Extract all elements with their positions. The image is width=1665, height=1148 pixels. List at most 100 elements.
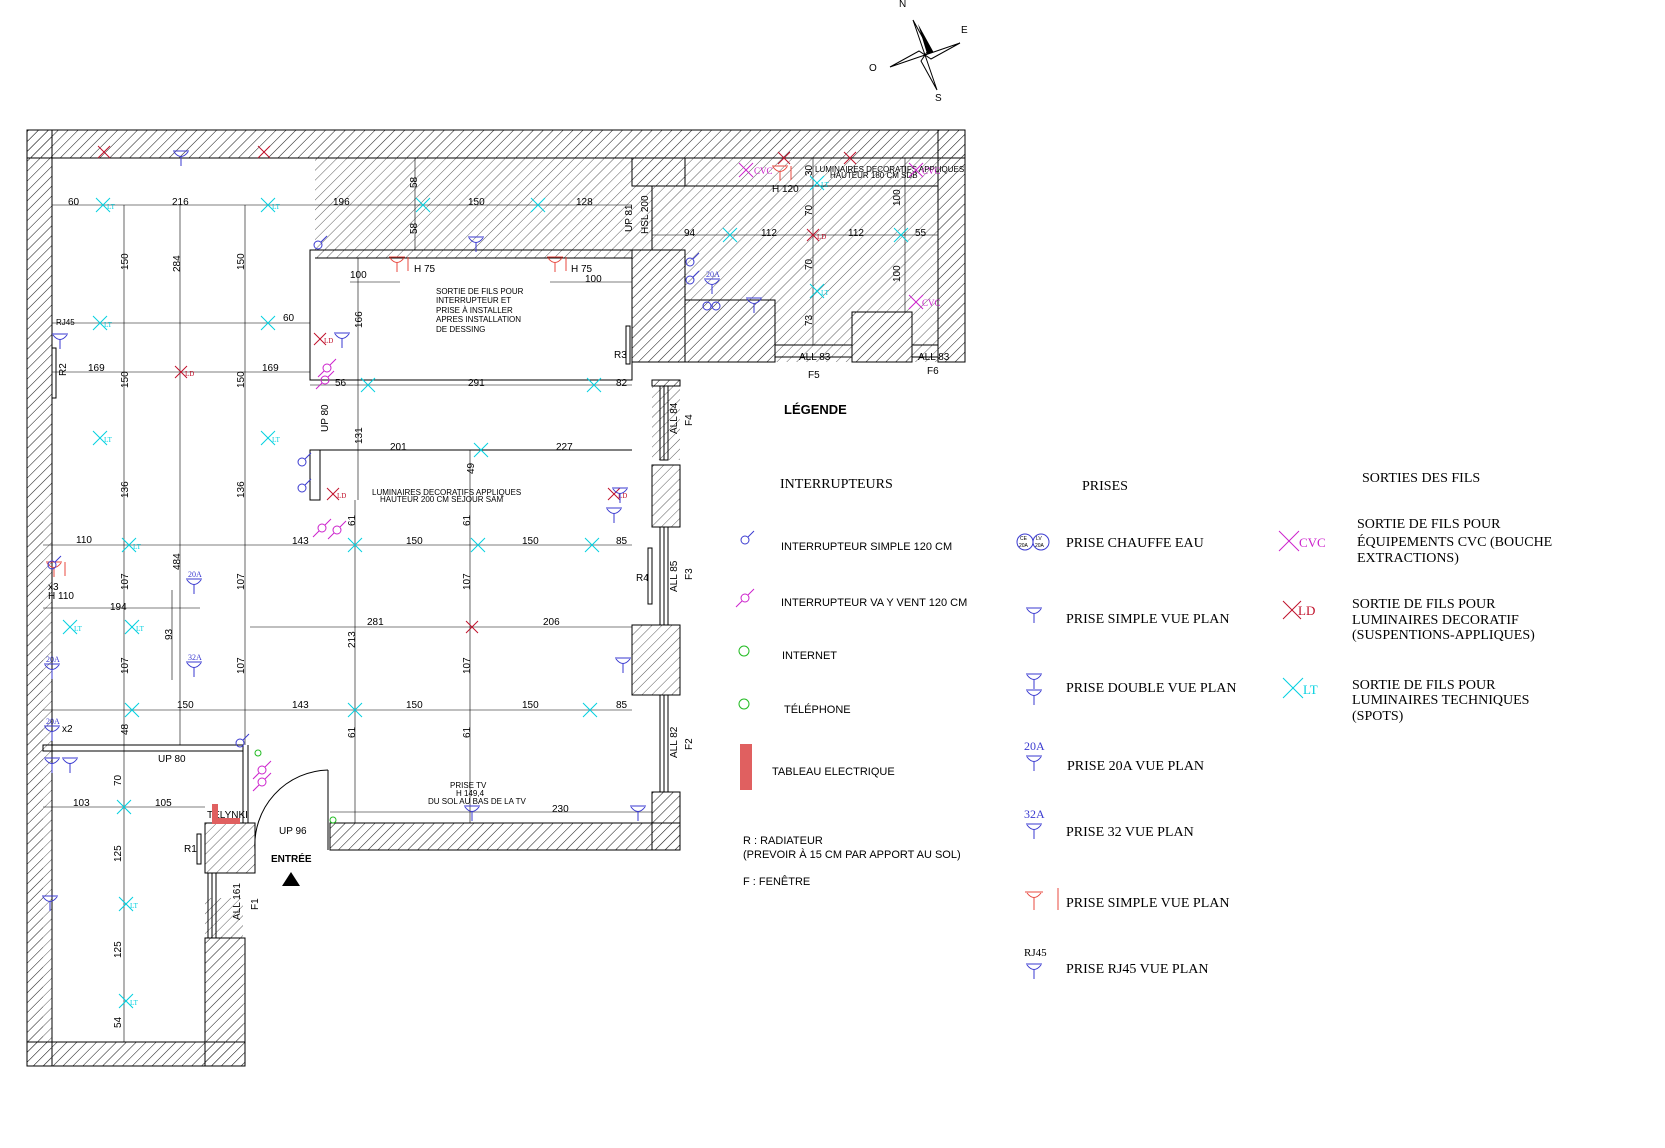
dim: 150 xyxy=(468,197,485,208)
label-h75b: H 75 xyxy=(571,264,593,275)
label-f2: F2 xyxy=(684,738,695,750)
dim: 100 xyxy=(350,270,367,281)
dim: 143 xyxy=(292,700,309,711)
dim: 105 xyxy=(155,798,172,809)
ld-legend-tag: LD xyxy=(1298,603,1315,618)
label-all84: ALL 84 xyxy=(669,402,680,434)
cvc-outlets: CVC CVC CVC xyxy=(738,162,941,310)
lt-tag: LT xyxy=(133,543,142,551)
dim: 216 xyxy=(172,197,189,208)
dim: 150 xyxy=(177,700,194,711)
legend-item: INTERRUPTEUR SIMPLE 120 CM xyxy=(781,541,952,553)
a32-legend-tag: 32A xyxy=(1024,807,1045,821)
sortie-line: PRISE À INSTALLER xyxy=(436,306,513,315)
dim: 100 xyxy=(892,265,903,282)
lv-label: LV xyxy=(1036,536,1042,542)
ce-label: CE xyxy=(1020,536,1028,542)
dim: 61 xyxy=(462,726,473,738)
label-f3: F3 xyxy=(684,568,695,580)
cvc-tag: CVC xyxy=(922,298,941,308)
lum2-line: LUMINAIRES DECORATIFS APPLIQUES xyxy=(815,165,964,174)
legend-item: PRISE CHAUFFE EAU xyxy=(1066,536,1204,551)
rj45-legend-tag: RJ45 xyxy=(1024,947,1047,959)
sortie-line: APRES INSTALLATION xyxy=(436,315,521,324)
dimension-texts-vertical: 150 284 150 150 150 136 136 107 107 107 … xyxy=(113,164,903,1028)
compass-n: N xyxy=(899,0,906,10)
dim: 85 xyxy=(616,700,628,711)
dim: 150 xyxy=(120,371,131,388)
dim: 291 xyxy=(468,378,485,389)
dim: 61 xyxy=(347,726,358,738)
dim: 58 xyxy=(409,222,420,234)
dim: 103 xyxy=(73,798,90,809)
legend-item: TÉLÉPHONE xyxy=(784,703,851,716)
legend-item: LUMINAIRES DECORATIF xyxy=(1352,613,1519,628)
dim: 60 xyxy=(68,197,80,208)
dim: 73 xyxy=(804,314,815,326)
dimension-lines xyxy=(43,158,938,1042)
legend-item: ÉQUIPEMENTS CVC (BOUCHE xyxy=(1357,533,1552,550)
label-f6: F6 xyxy=(927,366,939,377)
legend-heading-interrupteurs: INTERRUPTEURS xyxy=(780,477,893,492)
dim: 150 xyxy=(236,253,247,270)
windows xyxy=(207,385,669,939)
tableau-icon xyxy=(740,744,752,790)
label-up80a: UP 80 xyxy=(320,404,331,432)
amp-label: 20A xyxy=(1035,543,1045,549)
compass-o: O xyxy=(869,63,877,74)
chauffe-eau-icon: CE LV 20A 20A xyxy=(1016,533,1050,551)
dim: 166 xyxy=(354,311,365,328)
switches xyxy=(47,235,721,824)
dim: 56 xyxy=(335,378,347,389)
prisetv-line: PRISE TV xyxy=(450,781,487,790)
lt-legend-tag: LT xyxy=(1303,682,1318,697)
ld-tag: LD xyxy=(817,233,826,241)
lum2-line: HAUTEUR 180 CM SDB xyxy=(830,171,918,180)
red-sockets xyxy=(46,165,792,577)
dim: 54 xyxy=(113,1016,124,1028)
dim: 107 xyxy=(236,657,247,674)
label-x2: x2 xyxy=(62,724,73,735)
cvc-legend-tag: CVC xyxy=(1299,535,1326,550)
dim: 60 xyxy=(283,313,295,324)
legend-item: PRISE SIMPLE VUE PLAN xyxy=(1066,896,1230,911)
dim: 150 xyxy=(120,253,131,270)
tableau-electrique xyxy=(212,804,240,824)
legend-item: TABLEAU ELECTRIQUE xyxy=(772,766,895,778)
a32-tag: 32A xyxy=(188,653,202,662)
legend-title: LÉGENDE xyxy=(784,402,847,417)
dim: 196 xyxy=(333,197,350,208)
label-r1: R1 xyxy=(184,844,197,855)
prisetv-line: H 149,4 xyxy=(456,789,485,798)
dim: 107 xyxy=(120,573,131,590)
dim: 48 xyxy=(120,723,131,735)
legend-item: SORTIE DE FILS POUR xyxy=(1357,517,1501,532)
dim: 150 xyxy=(522,700,539,711)
label-f4: F4 xyxy=(684,414,695,426)
legend-item: EXTRACTIONS) xyxy=(1357,551,1459,566)
dim: 107 xyxy=(120,657,131,674)
label-all161: ALL 161 xyxy=(232,883,243,920)
dim: 150 xyxy=(406,536,423,547)
dim: 194 xyxy=(110,602,127,613)
dim: 136 xyxy=(236,481,247,498)
label-entree: ENTRÉE xyxy=(271,852,312,865)
dim: 100 xyxy=(892,189,903,206)
radiators xyxy=(51,325,653,865)
legend-item: SORTIE DE FILS POUR xyxy=(1352,597,1496,612)
room-labels: UP 81 HSL 200 UP 80 UP 80 UP 96 ALL 84 A… xyxy=(48,165,964,920)
a20-tag: 20A xyxy=(46,655,60,664)
legend-item: INTERNET xyxy=(782,650,837,662)
a20-tag: 20A xyxy=(46,717,60,726)
lt-tag: LT xyxy=(74,625,83,633)
label-f5: F5 xyxy=(808,370,820,381)
a20-tag: 20A xyxy=(706,270,720,279)
label-hsl200: HSL 200 xyxy=(640,195,651,234)
dimension-texts: 60 216 196 150 128 94 112 112 55 169 169… xyxy=(68,197,927,815)
ld-tag: LD xyxy=(185,370,194,378)
entry-door[interactable] xyxy=(254,769,329,886)
lt-tag: LT xyxy=(136,625,145,633)
dim: 112 xyxy=(848,228,864,239)
dim: 150 xyxy=(406,700,423,711)
legend-item: PRISE DOUBLE VUE PLAN xyxy=(1066,681,1236,696)
